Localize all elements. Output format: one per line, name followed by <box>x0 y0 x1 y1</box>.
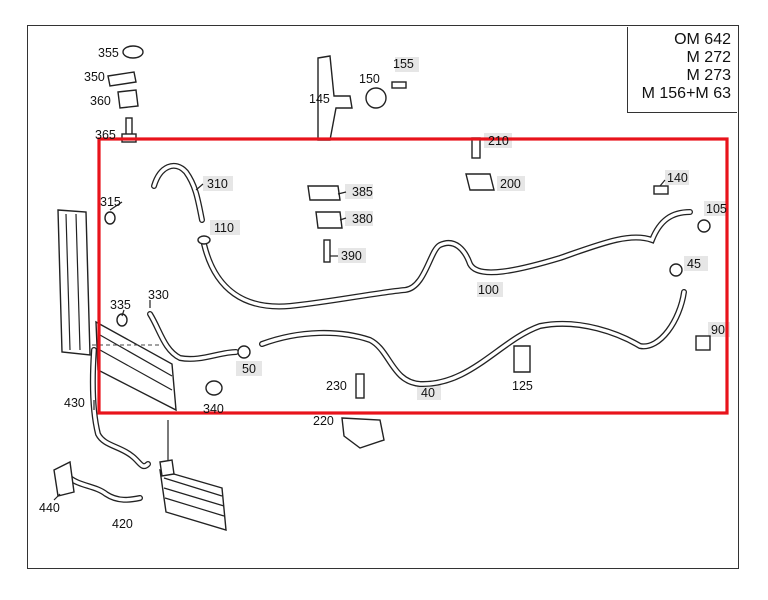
engine-variant-box: OM 642 M 272 M 273 M 156+M 63 <box>627 27 737 113</box>
part-label-440: 440 <box>39 501 60 515</box>
part-label-45: 45 <box>687 257 701 271</box>
label-highlights <box>203 57 730 400</box>
intercooler <box>159 420 227 531</box>
part-label-380: 380 <box>352 212 373 226</box>
pipe-40 <box>259 289 687 388</box>
pipe-330 <box>147 311 239 362</box>
highlight-frame <box>97 137 729 415</box>
part-label-420: 420 <box>112 517 133 531</box>
pipe-310 <box>151 162 205 223</box>
part-label-230: 230 <box>326 379 347 393</box>
part-label-340: 340 <box>203 402 224 416</box>
part-label-140: 140 <box>667 171 688 185</box>
part-label-365: 365 <box>95 128 116 142</box>
part-label-50: 50 <box>242 362 256 376</box>
leader-lines <box>53 179 666 501</box>
pipe-100 <box>201 209 693 310</box>
part-label-220: 220 <box>313 414 334 428</box>
diagram-frame <box>27 25 739 569</box>
engine-variant: M 272 <box>686 49 731 66</box>
part-label-40: 40 <box>421 386 435 400</box>
engine-variant: M 273 <box>686 67 731 84</box>
part-label-385: 385 <box>352 185 373 199</box>
part-label-145: 145 <box>309 92 330 106</box>
engine-variant: OM 642 <box>674 31 731 48</box>
part-label-350: 350 <box>84 70 105 84</box>
part-label-360: 360 <box>90 94 111 108</box>
part-label-390: 390 <box>341 249 362 263</box>
part-label-330: 330 <box>148 288 169 302</box>
part-label-355: 355 <box>98 46 119 60</box>
part-labels: 355 350 360 365 145 150 155 210 200 315 … <box>39 46 727 531</box>
part-label-155: 155 <box>393 57 414 71</box>
engine-variant: M 156+M 63 <box>641 85 731 102</box>
pipe-430 <box>89 347 151 470</box>
part-label-90: 90 <box>711 323 725 337</box>
part-label-125: 125 <box>512 379 533 393</box>
part-label-335: 335 <box>110 298 131 312</box>
part-label-310: 310 <box>207 177 228 191</box>
part-label-105: 105 <box>706 202 727 216</box>
part-label-210: 210 <box>488 134 509 148</box>
radiator <box>57 209 177 412</box>
part-label-315: 315 <box>100 195 121 209</box>
part-label-110: 110 <box>214 221 234 235</box>
part-label-430: 430 <box>64 396 85 410</box>
parts <box>53 45 711 497</box>
part-label-100: 100 <box>478 283 499 297</box>
part-label-150: 150 <box>359 72 380 86</box>
part-label-200: 200 <box>500 177 521 191</box>
pipe-420 <box>67 475 143 503</box>
